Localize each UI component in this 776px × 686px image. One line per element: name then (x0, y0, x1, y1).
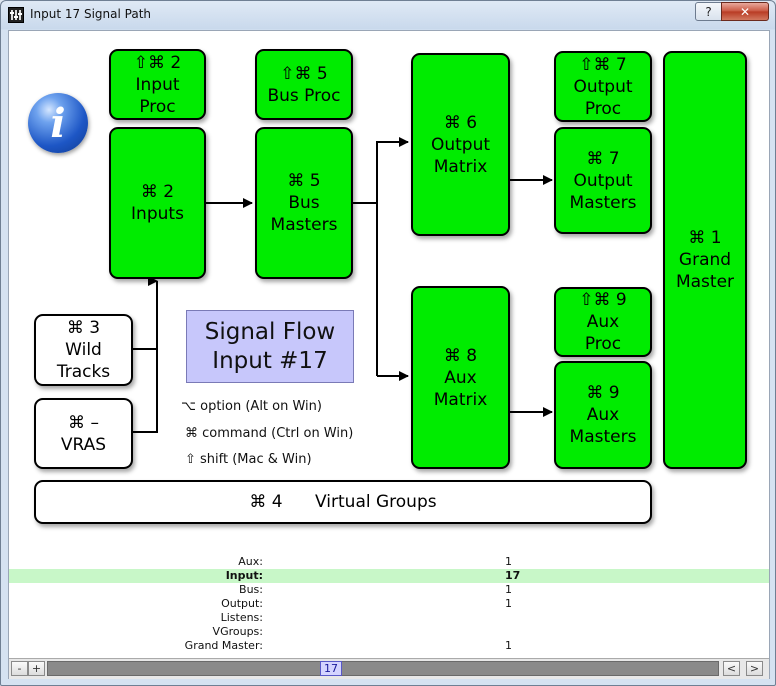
status-row-vgroups: VGroups: (212, 625, 263, 638)
output-matrix-box[interactable]: ⌘ 6 Output Matrix (411, 53, 510, 236)
help-button[interactable]: ? (695, 2, 722, 21)
grand-master-box[interactable]: ⌘ 1 Grand Master (663, 51, 747, 469)
legend-command: ⌘ command (Ctrl on Win) (185, 426, 354, 441)
aux-matrix-box[interactable]: ⌘ 8 Aux Matrix (411, 286, 510, 469)
wire-bus-split (351, 202, 378, 376)
output-masters-box[interactable]: ⌘ 7 Output Masters (554, 127, 652, 234)
aux-proc-box[interactable]: ⇧⌘ 9 Aux Proc (554, 287, 652, 357)
bus-masters-box[interactable]: ⌘ 5 Bus Masters (255, 127, 353, 279)
mixer-app-icon (8, 7, 24, 23)
wire-wild-tracks (132, 281, 158, 350)
client-area: i ⇧⌘ 2 Input Proc ⌘ 2 Inputs ⇧⌘ 5 Bus Pr… (8, 30, 770, 679)
window-title: Input 17 Signal Path (30, 7, 152, 21)
title-bar[interactable]: Input 17 Signal Path ? ✕ (1, 1, 775, 29)
virtual-groups-box[interactable]: ⌘ 4 Virtual Groups (34, 480, 652, 524)
wire-vras (132, 281, 158, 433)
scroll-left-button[interactable]: < (723, 661, 740, 676)
aux-masters-box[interactable]: ⌘ 9 Aux Masters (554, 361, 652, 469)
scroll-right-button[interactable]: > (746, 661, 763, 676)
output-proc-box[interactable]: ⇧⌘ 7 Output Proc (554, 51, 652, 122)
status-row-listens: Listens: (220, 611, 263, 624)
status-row-bus: Bus:1 (239, 583, 512, 596)
bus-proc-box[interactable]: ⇧⌘ 5 Bus Proc (255, 49, 353, 120)
info-icon[interactable]: i (28, 93, 88, 153)
input-proc-box[interactable]: ⇧⌘ 2 Input Proc (109, 49, 206, 120)
inputs-box[interactable]: ⌘ 2 Inputs (109, 127, 206, 279)
legend-option: ⌥ option (Alt on Win) (181, 399, 322, 414)
status-row-input: Input:17 (9, 569, 769, 583)
signal-wires (132, 137, 553, 433)
signal-flow-title: Signal Flow Input #17 (186, 310, 354, 383)
status-row-aux: Aux:1 (238, 555, 512, 568)
signal-flow-diagram: i ⇧⌘ 2 Input Proc ⌘ 2 Inputs ⇧⌘ 5 Bus Pr… (9, 31, 769, 546)
plus-button[interactable]: + (28, 661, 45, 676)
status-row-grand-master: Grand Master:1 (184, 639, 512, 652)
wire-to-output-matrix (376, 137, 409, 203)
legend-shift: ⇧ shift (Mac & Win) (185, 452, 312, 467)
minus-button[interactable]: - (11, 661, 28, 676)
close-button[interactable]: ✕ (721, 2, 769, 21)
status-row-output: Output:1 (221, 597, 512, 610)
scroll-track[interactable]: 17 (47, 661, 719, 676)
wild-tracks-box[interactable]: ⌘ 3 Wild Tracks (34, 314, 133, 386)
input-scrollbar[interactable]: - + 17 < > (9, 658, 769, 679)
scroll-thumb[interactable]: 17 (320, 661, 342, 676)
vras-box[interactable]: ⌘ – VRAS (34, 398, 133, 469)
